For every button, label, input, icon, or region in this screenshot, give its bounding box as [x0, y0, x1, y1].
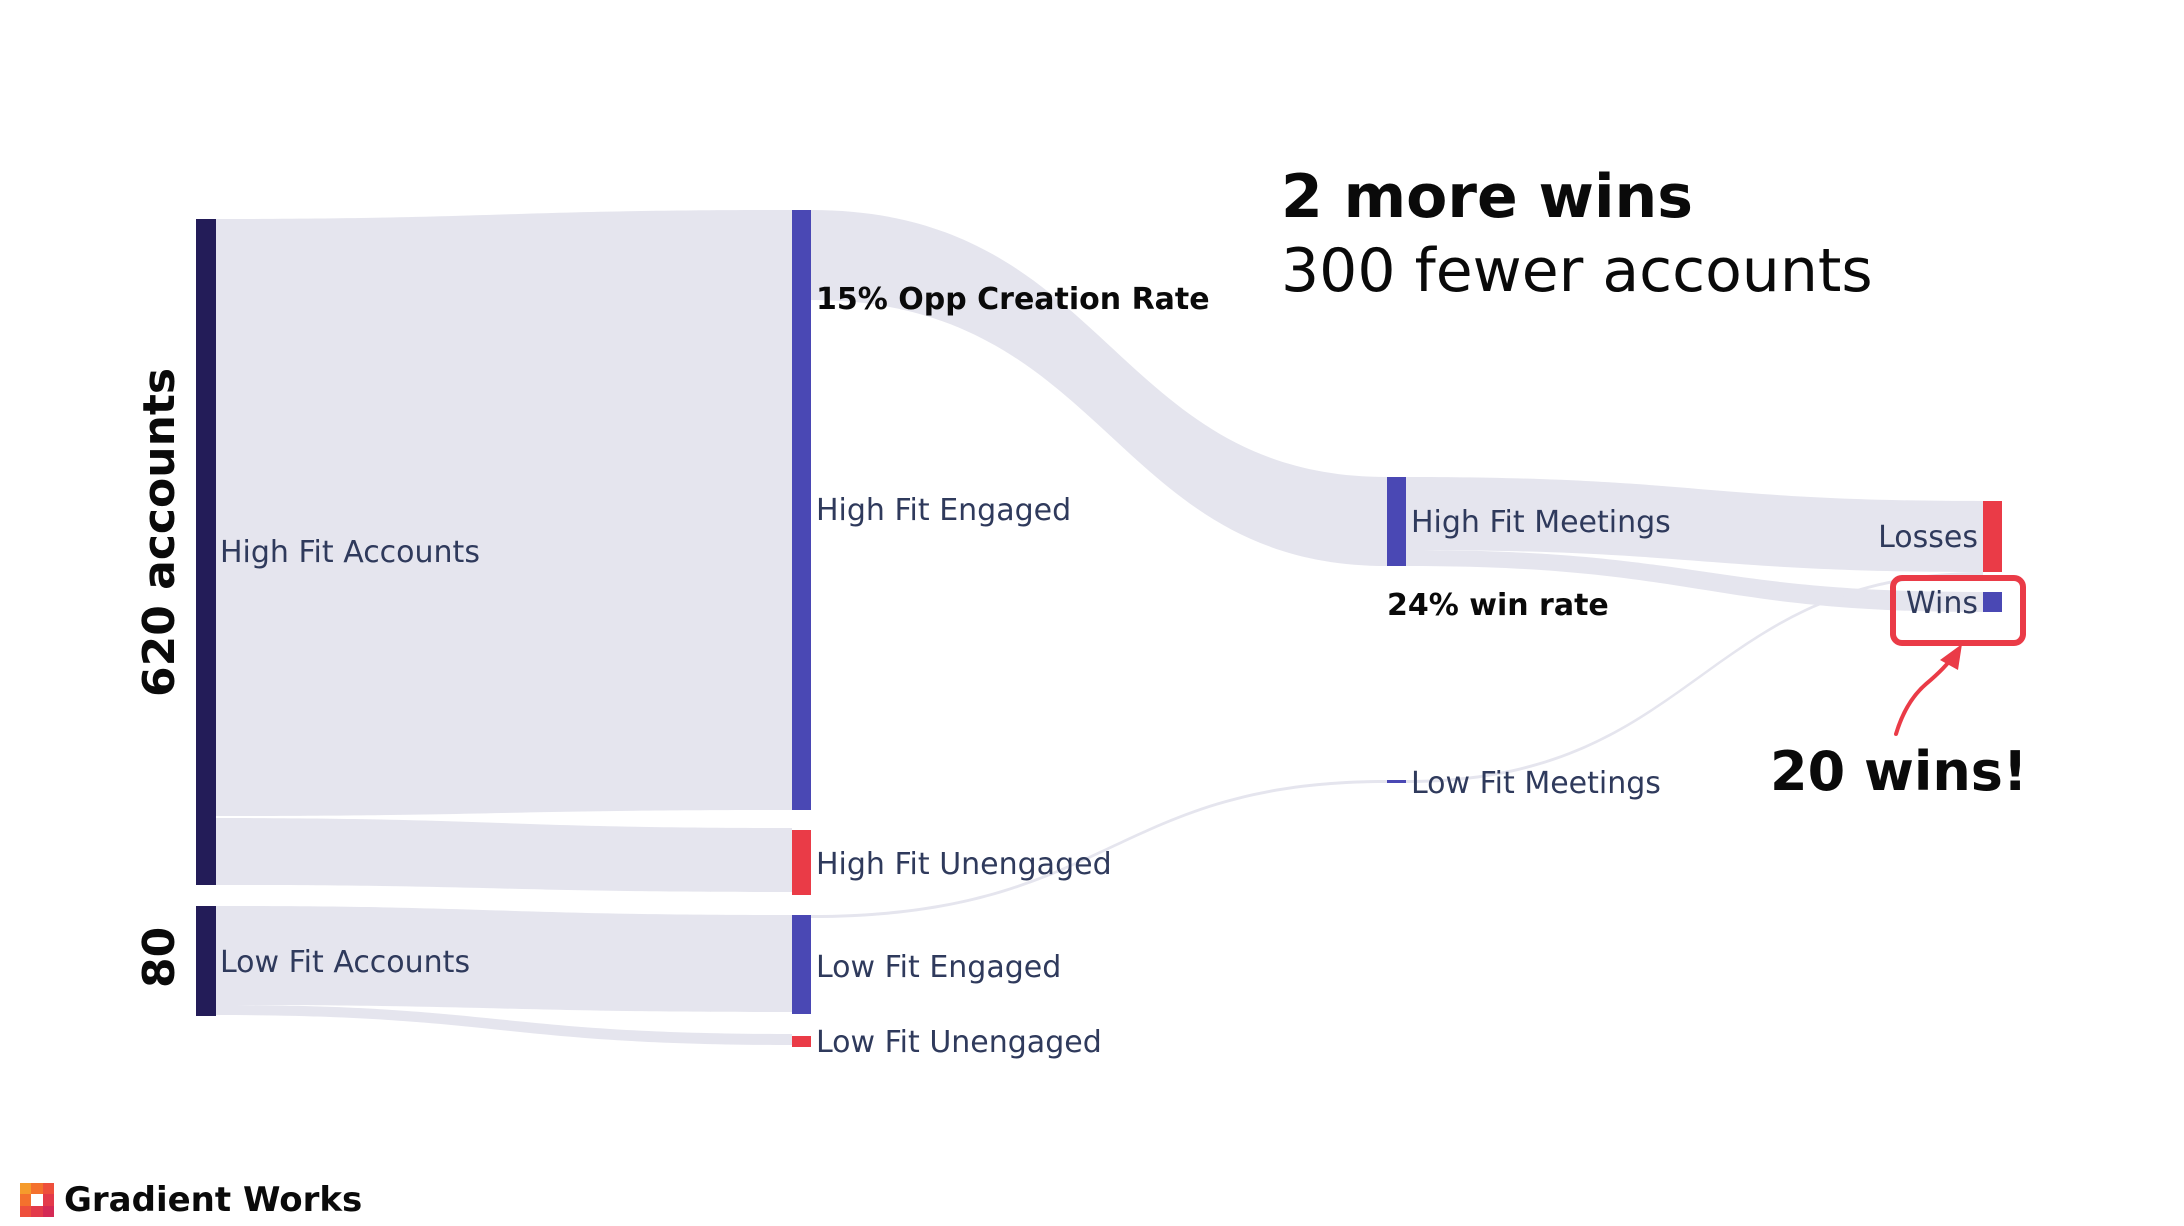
label-low-fit-accounts: Low Fit Accounts: [220, 945, 470, 980]
wins-highlight-box: [1890, 575, 2026, 646]
brand-name: Gradient Works: [64, 1180, 363, 1220]
callout-arrowhead: [1940, 644, 1962, 670]
side-label-low-fit-total: 80: [134, 926, 185, 988]
label-low-fit-unengaged: Low Fit Unengaged: [816, 1025, 1102, 1060]
headline-line-2: 300 fewer accounts: [1281, 236, 1873, 306]
sankey-nodes: [196, 210, 2002, 1047]
node-bar-low-fit-unengaged: [792, 1036, 811, 1047]
label-low-fit-engaged: Low Fit Engaged: [816, 950, 1061, 985]
node-bar-low-fit-meetings: [1387, 780, 1406, 783]
node-bar-high-fit-engaged: [792, 210, 811, 810]
link-high-fit-engaged-to-high-fit-meetings: [811, 210, 1387, 566]
pixel-gradient-logo-icon: [20, 1183, 54, 1217]
wins-callout-text: 20 wins!: [1770, 740, 2028, 803]
label-low-fit-meetings: Low Fit Meetings: [1411, 766, 1661, 801]
node-bar-high-fit-accounts: [196, 219, 216, 885]
node-bar-high-fit-unengaged: [792, 830, 811, 895]
label-high-fit-unengaged: High Fit Unengaged: [816, 847, 1112, 882]
node-bar-low-fit-engaged: [792, 915, 811, 1014]
label-wins: Wins: [1906, 586, 1978, 621]
node-bar-wins: [1983, 592, 2002, 612]
link-high-fit-accounts-to-high-fit-engaged: [216, 210, 792, 816]
label-losses: Losses: [1878, 520, 1978, 555]
label-high-fit-engaged: High Fit Engaged: [816, 493, 1071, 528]
node-bar-low-fit-accounts: [196, 906, 216, 1016]
headline: 2 more wins 300 fewer accounts: [1281, 160, 1873, 308]
node-bar-high-fit-meetings: [1387, 477, 1406, 566]
label-high-fit-accounts: High Fit Accounts: [220, 535, 480, 570]
brand: Gradient Works: [20, 1180, 362, 1220]
headline-line-1: 2 more wins: [1281, 162, 1693, 232]
link-high-fit-accounts-to-high-fit-unengaged: [216, 818, 792, 892]
sankey-links: [216, 210, 1983, 1045]
link-low-fit-accounts-to-low-fit-unengaged: [216, 1005, 792, 1045]
node-bar-losses: [1983, 501, 2002, 572]
wins-highlight: [1890, 575, 2026, 736]
link-low-fit-accounts-to-low-fit-engaged: [216, 906, 792, 1012]
opp-creation-rate-annotation: 15% Opp Creation Rate: [816, 282, 1210, 317]
win-rate-annotation: 24% win rate: [1387, 588, 1609, 623]
label-high-fit-meetings: High Fit Meetings: [1411, 505, 1671, 540]
side-label-high-fit-total: 620 accounts: [134, 367, 185, 697]
sankey-node-labels: High Fit Accounts Low Fit Accounts High …: [220, 282, 1978, 1060]
callout-arrow: [1894, 652, 1957, 736]
link-high-fit-meetings-to-losses: [1406, 477, 1983, 572]
